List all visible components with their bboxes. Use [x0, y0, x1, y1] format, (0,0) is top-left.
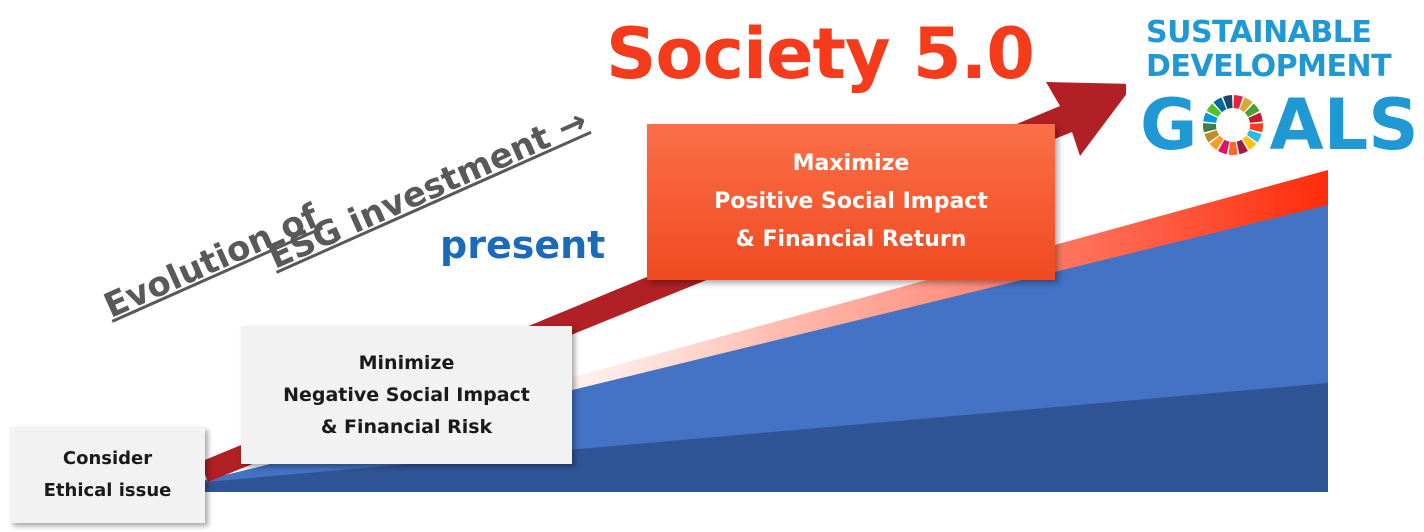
sdg-logo: SUSTAINABLE DEVELOPMENT G ALS — [1126, 0, 1424, 170]
sdg-wheel-segment — [1210, 135, 1225, 151]
sdg-wheel-icon — [1203, 95, 1264, 155]
sdg-wheel-segment — [1245, 103, 1260, 117]
stage-line: Minimize — [358, 352, 455, 374]
stage-line: Negative Social Impact — [283, 384, 530, 406]
stage-line: Positive Social Impact — [714, 189, 988, 214]
stage-line: & Financial Risk — [320, 416, 493, 438]
sdg-wheel-segment — [1248, 112, 1264, 123]
sdg-wheel-segment — [1207, 103, 1222, 117]
stage-line: Ethical issue — [43, 480, 172, 501]
sdg-wheel-segment — [1228, 141, 1239, 155]
sdg-wheel-segment — [1203, 123, 1217, 133]
stage-line: Maximize — [792, 151, 910, 176]
stage-maximize-box: Maximize Positive Social Impact & Financ… — [647, 124, 1055, 280]
sdg-wheel-segment — [1237, 139, 1249, 155]
sdg-wheel-segment — [1247, 130, 1263, 143]
title: Society 5.0 — [606, 13, 1035, 95]
present-label: present — [440, 223, 606, 267]
sdg-logo-line2: DEVELOPMENT — [1146, 49, 1392, 84]
sdg-wheel-segment — [1249, 123, 1264, 133]
sdg-wheel-segment — [1204, 130, 1220, 143]
sdg-wheel-segment — [1213, 97, 1227, 113]
stage-minimize-box: Minimize Negative Social Impact & Financ… — [241, 326, 572, 464]
stage-consider-box: Consider Ethical issue — [10, 427, 205, 523]
sdg-wheel-segment — [1233, 95, 1244, 109]
sdg-wheel-segment — [1242, 135, 1257, 151]
sdg-logo-line1: SUSTAINABLE — [1146, 15, 1372, 50]
sdg-wheel-segment — [1203, 112, 1219, 123]
sdg-wheel-segment — [1218, 139, 1230, 155]
sdg-wheel-segment — [1240, 97, 1254, 113]
stage-line: & Financial Return — [735, 227, 967, 252]
sdg-goals-als: ALS — [1269, 84, 1419, 166]
sdg-logo-goals: G ALS — [1140, 84, 1419, 166]
stage-line: Consider — [62, 448, 153, 469]
sdg-goals-g: G — [1140, 84, 1198, 166]
sdg-wheel-segment — [1223, 95, 1233, 109]
dark-blue-area — [205, 383, 1328, 492]
